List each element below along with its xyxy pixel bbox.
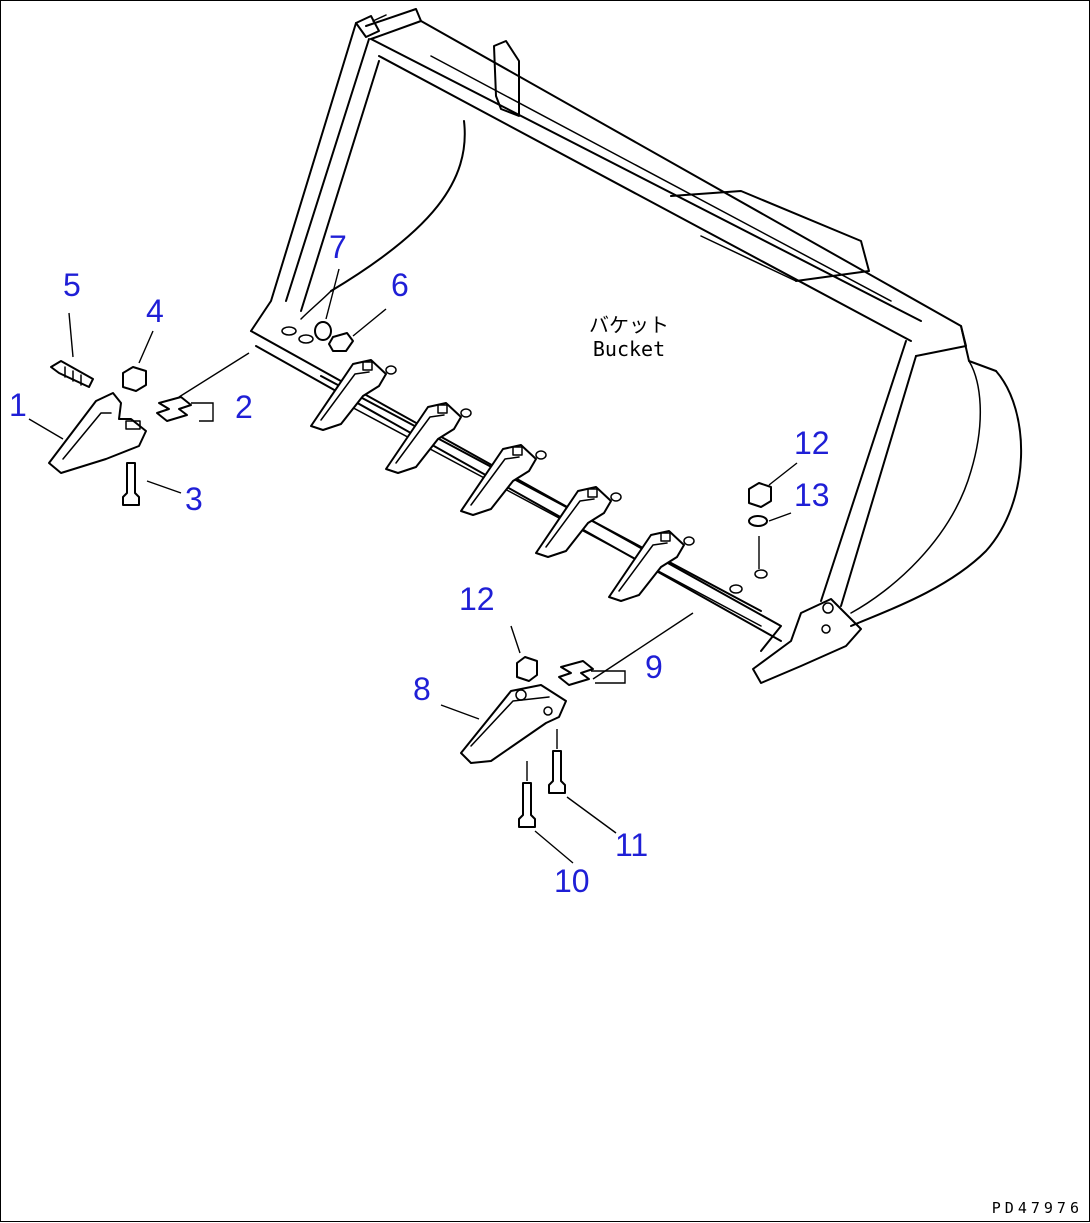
center-adapter (608, 530, 695, 602)
center-adapters (310, 359, 695, 602)
bolt-3 (122, 462, 140, 506)
nut-12-lower (516, 656, 538, 682)
leader-lines (28, 268, 798, 864)
center-adapter (310, 359, 397, 431)
center-adapter (460, 444, 547, 516)
nut-4 (122, 366, 147, 392)
nut-12-upper (748, 482, 772, 508)
bucket-label-jp: バケット (589, 313, 669, 337)
callout-1: 1 (9, 387, 27, 423)
corner-adapter-left (48, 392, 147, 474)
callout-12-lower: 12 (459, 581, 495, 617)
adapter-8 (460, 684, 567, 764)
lock-9 (558, 660, 594, 686)
bucket-label: バケット Bucket (579, 313, 679, 361)
callout-9: 9 (645, 649, 663, 685)
callout-6: 6 (391, 267, 409, 303)
bolt-11 (548, 750, 566, 794)
washer-13 (748, 515, 768, 527)
callout-8: 8 (413, 671, 431, 707)
callout-11: 11 (615, 827, 649, 863)
callout-13: 13 (794, 477, 830, 513)
center-adapter (385, 402, 472, 474)
callout-12-upper: 12 (794, 425, 830, 461)
callout-7: 7 (329, 229, 347, 265)
bolt-10 (518, 782, 536, 828)
callout-3: 3 (185, 481, 203, 517)
drawing-code: PD47976 (991, 1199, 1083, 1217)
lock-2 (156, 396, 192, 422)
callout-4: 4 (146, 293, 164, 329)
callout-2: 2 (235, 389, 253, 425)
callout-5: 5 (63, 267, 81, 303)
bucket-label-en: Bucket (592, 337, 666, 361)
callout-10: 10 (554, 863, 590, 899)
center-adapter (535, 486, 622, 558)
bolt-5 (50, 360, 94, 388)
